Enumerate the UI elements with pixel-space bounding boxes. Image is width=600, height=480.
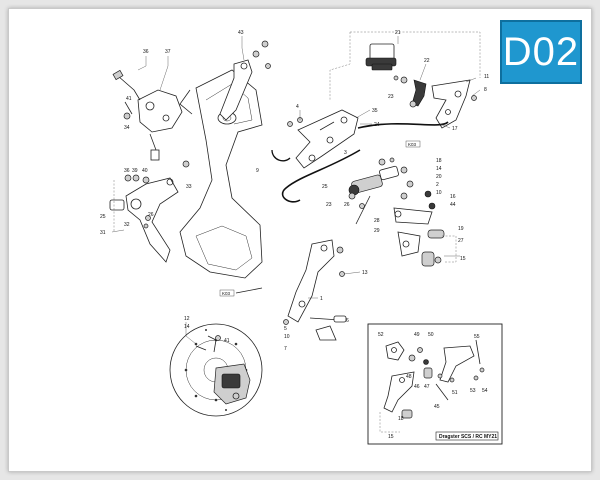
callout-23: 23	[388, 94, 394, 100]
callout-11: 11	[484, 74, 489, 80]
frame-plate	[179, 69, 263, 279]
right-linkage	[393, 190, 457, 267]
ref-k03-mid: K03	[222, 291, 231, 296]
brake-hose	[357, 121, 449, 129]
callout-29: 29	[374, 228, 380, 234]
callout-10b: 10	[284, 334, 290, 340]
callout-26b: 26	[344, 202, 350, 208]
inset-callout-18: 18	[398, 416, 404, 422]
inset-callout-47: 47	[424, 384, 430, 390]
brake-pedal	[109, 160, 190, 263]
inset-callout-55: 55	[474, 334, 480, 340]
callout-5: 5	[284, 326, 287, 332]
callout-37: 37	[165, 49, 171, 55]
brake-caliper	[213, 363, 251, 405]
callout-25: 25	[100, 214, 106, 220]
callout-32: 32	[124, 222, 130, 228]
callout-7: 7	[284, 346, 287, 352]
callout-35: 35	[372, 108, 378, 114]
callout-9: 9	[256, 168, 259, 174]
callout-12: 12	[184, 316, 190, 322]
callout-41b: 41	[224, 338, 230, 344]
ref-k03-top: K03	[408, 142, 417, 147]
reservoir-assembly	[365, 43, 427, 108]
callout-21: 21	[395, 30, 401, 36]
callout-15: 15	[460, 256, 466, 262]
callout-20: 20	[436, 174, 442, 180]
callout-36b: 36	[124, 168, 130, 174]
callout-25b: 25	[322, 184, 328, 190]
callout-6: 6	[346, 318, 349, 324]
right-bracket	[431, 79, 477, 129]
callout-14b: 14	[184, 324, 190, 330]
inset-callout-49: 49	[414, 332, 420, 338]
callout-41: 41	[126, 96, 132, 102]
callout-14: 14	[436, 166, 442, 172]
brake-hose-2	[281, 149, 361, 203]
inset-callout-54: 54	[482, 388, 488, 394]
diagram-code-badge: D02	[500, 20, 582, 84]
master-cylinder-bracket	[287, 109, 359, 169]
callout-43: 43	[238, 30, 244, 36]
callout-33: 33	[186, 184, 192, 190]
inset-callout-52: 52	[378, 332, 384, 338]
callout-34: 34	[124, 125, 130, 131]
callout-22: 22	[424, 58, 430, 64]
callout-39: 39	[132, 168, 138, 174]
callout-23b: 23	[326, 202, 332, 208]
callout-16: 16	[450, 194, 456, 200]
callout-3: 3	[344, 150, 347, 156]
callout-40: 40	[142, 168, 148, 174]
master-cylinder	[348, 157, 414, 225]
callout-10: 10	[436, 190, 442, 196]
callout-36: 36	[143, 49, 149, 55]
inset-callout-15: 15	[388, 434, 394, 440]
callout-13: 13	[362, 270, 368, 276]
inset-panel: Dragster SCS / RC MY21	[367, 323, 503, 445]
callout-24: 24	[374, 122, 380, 128]
callout-27: 27	[458, 238, 464, 244]
callout-17: 17	[452, 126, 458, 132]
leader-lines	[111, 36, 481, 345]
inset-caption: Dragster SCS / RC MY21	[439, 434, 497, 440]
inset-callout-51: 51	[452, 390, 458, 396]
gear-lever	[283, 239, 347, 341]
callout-44: 44	[450, 202, 456, 208]
left-bracket-assembly	[112, 69, 183, 161]
callout-26: 26	[148, 212, 154, 218]
callout-19: 19	[458, 226, 464, 232]
callout-8: 8	[484, 87, 487, 93]
callout-2: 2	[436, 182, 439, 188]
upper-lever	[219, 40, 271, 121]
callout-31: 31	[100, 230, 106, 236]
inset-callout-45: 45	[434, 404, 440, 410]
callout-28: 28	[374, 218, 380, 224]
inset-callout-50: 50	[428, 332, 434, 338]
callout-1: 1	[320, 296, 323, 302]
callout-18: 18	[436, 158, 442, 164]
callout-4: 4	[296, 104, 299, 110]
inset-callout-53: 53	[470, 388, 476, 394]
inset-callout-48: 48	[406, 374, 412, 380]
inset-callout-46: 46	[414, 384, 420, 390]
